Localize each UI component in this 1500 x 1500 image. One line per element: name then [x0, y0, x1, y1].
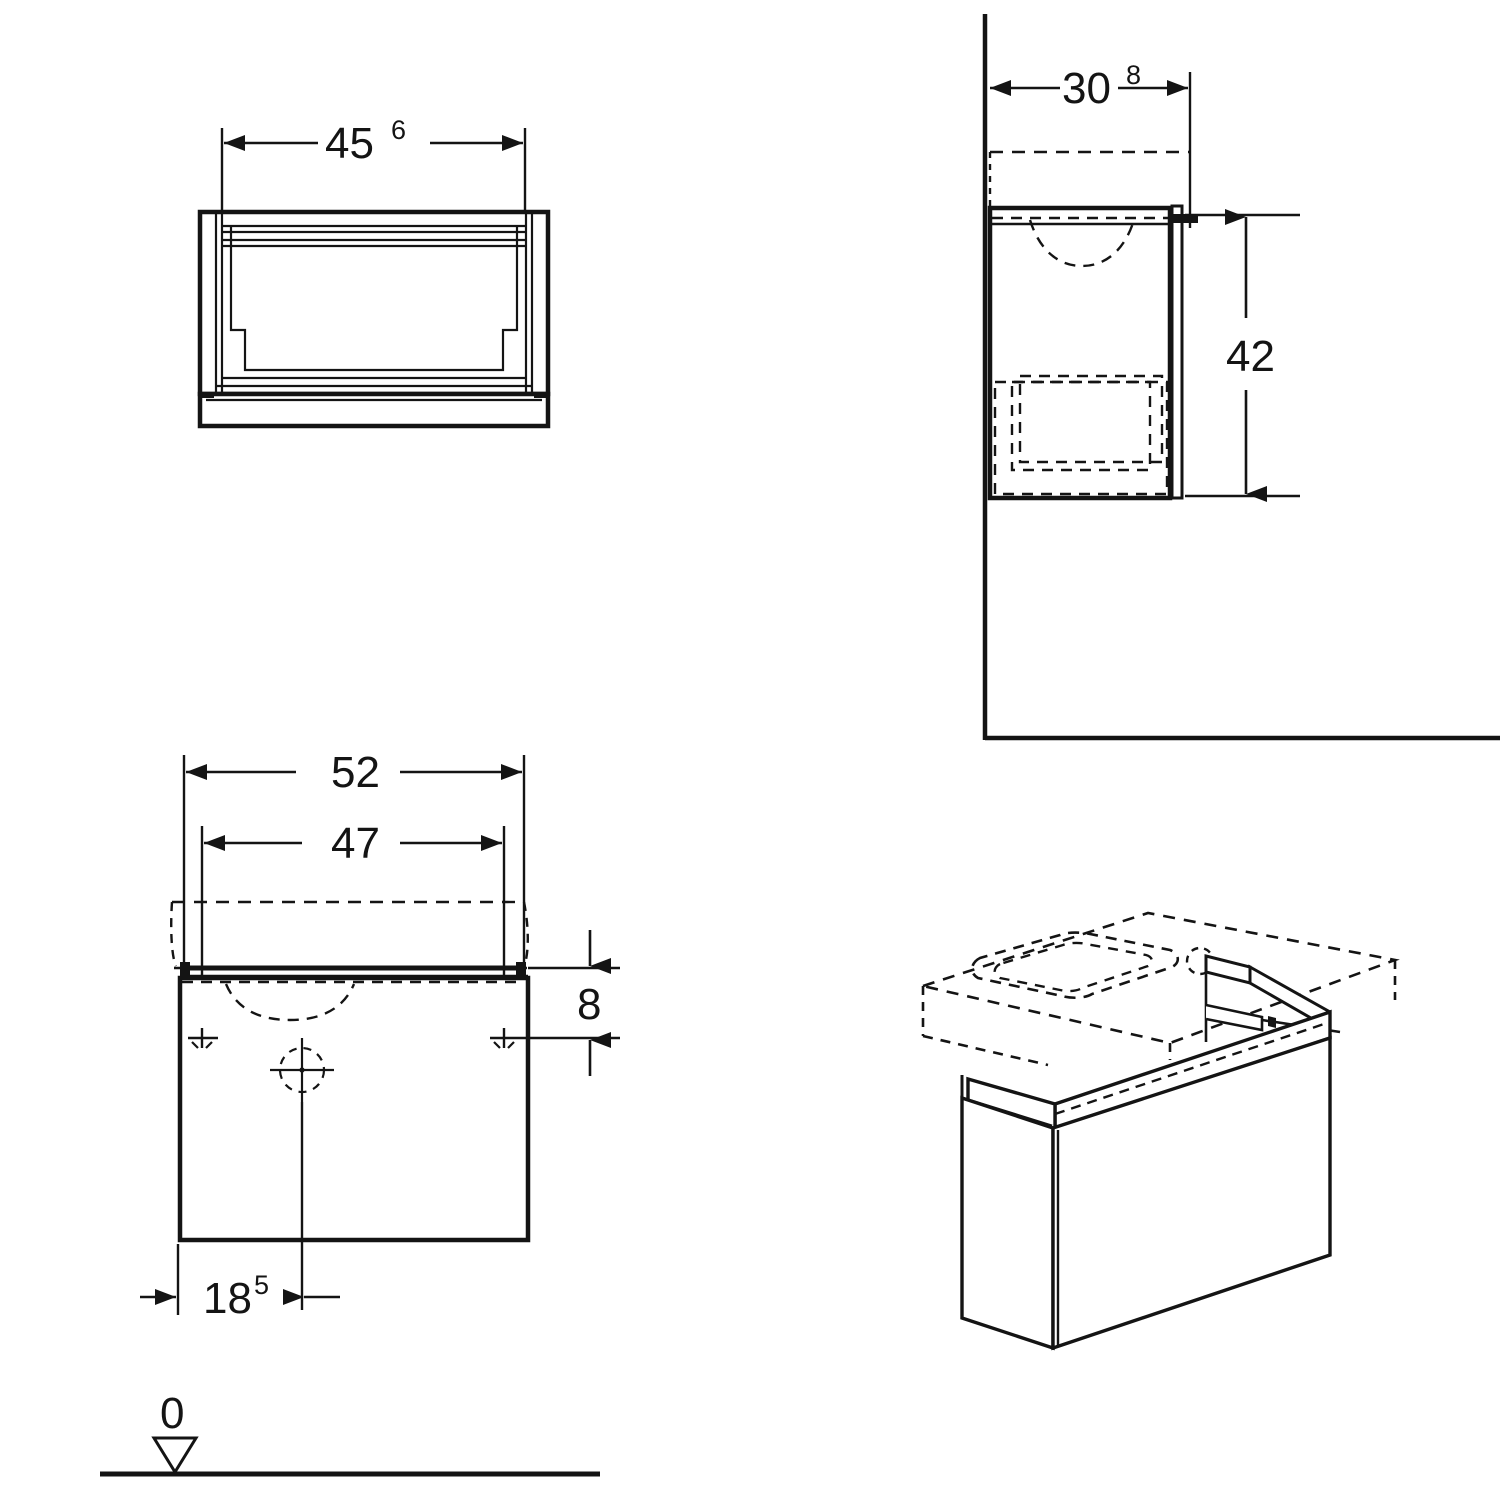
datum-marker	[100, 1436, 600, 1477]
dimension-label-47: 47	[331, 819, 380, 868]
bottom-right-view	[918, 911, 1400, 1351]
dimension-sup-30-8: 8	[1126, 60, 1141, 90]
top-left-view	[197, 128, 551, 429]
dimension-45-6	[220, 128, 527, 212]
dimension-18-5	[140, 1244, 340, 1315]
washbasin-isometric-dashed	[918, 911, 1400, 1067]
handle-rail	[180, 962, 528, 978]
dimension-label-52: 52	[331, 748, 380, 797]
dimension-30-8	[990, 72, 1192, 228]
dimension-label-30-8: 30	[1062, 64, 1111, 113]
dimension-sup-18-5: 5	[254, 1270, 269, 1300]
cabinet-isometric-body	[960, 1035, 1332, 1351]
dimension-label-45-6: 45	[325, 119, 374, 168]
mounting-point-left	[188, 1028, 218, 1049]
dimension-42	[1185, 209, 1300, 502]
top-right-view	[982, 14, 1500, 741]
dimension-label-42: 42	[1226, 332, 1275, 381]
dimension-52	[182, 755, 526, 985]
cabinet-side-section	[987, 150, 1198, 501]
cabinet-front-open	[197, 209, 551, 429]
dimension-label-8: 8	[577, 980, 601, 1029]
datum-label: 0	[160, 1389, 184, 1438]
dimension-sup-45-6: 6	[391, 115, 406, 145]
bottom-left-view	[140, 755, 620, 1315]
dimension-label-18-5: 18	[203, 1274, 252, 1323]
washbasin-outline	[170, 900, 530, 970]
waste-outlet-crosshair	[270, 1038, 334, 1310]
cabinet-front-body	[177, 975, 531, 1243]
mounting-point-right	[490, 1028, 520, 1049]
dimension-8	[520, 930, 620, 1076]
